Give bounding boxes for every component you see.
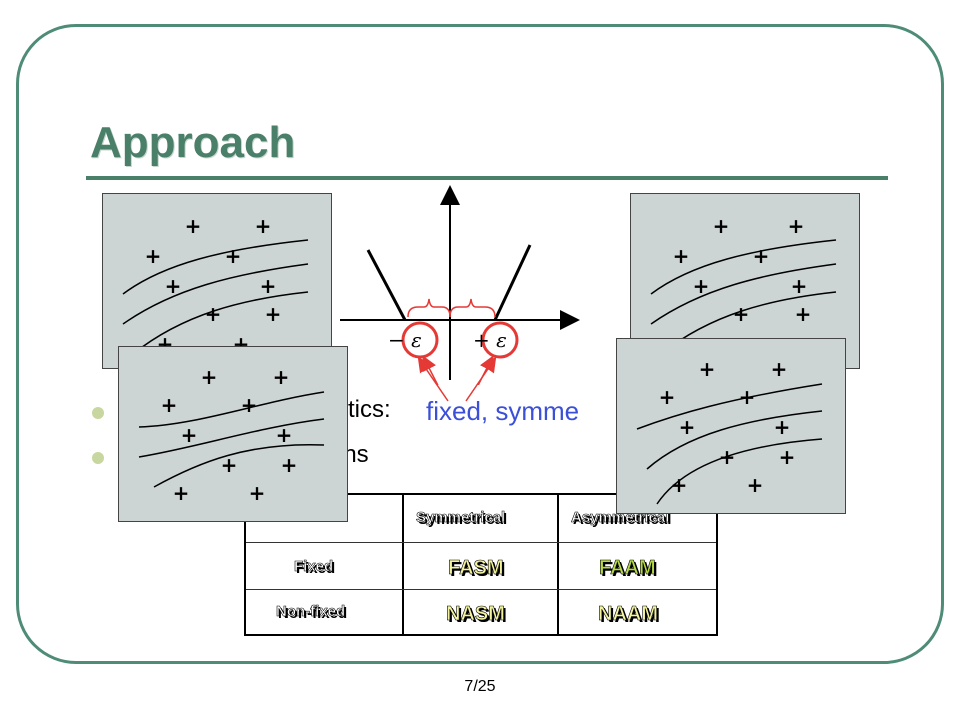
loss-left-arm [366,249,407,321]
bullet-dot [92,452,104,464]
plus-marker: + [671,473,688,497]
plus-marker: + [265,302,282,326]
plus-marker: + [255,214,272,238]
plus-epsilon-circle [481,321,519,359]
table-cell-fasm: FASM [448,557,504,580]
plus-marker: + [173,481,190,505]
plus-marker: + [161,393,178,417]
table-row-label-nonfixed: Non-fixed [276,603,346,621]
plus-marker: + [739,385,756,409]
plus-marker: + [747,473,764,497]
bullet-dot [92,407,104,419]
epsilon-loss-diagram: − ε + ε [340,185,580,385]
highlight-text: fixed, symme [426,396,580,426]
plus-marker: + [165,274,182,298]
plus-marker: + [699,357,716,381]
plus-marker: + [719,445,736,469]
plus-marker: + [181,423,198,447]
plus-marker: + [281,453,298,477]
loss-right-arm [493,244,532,321]
plus-marker: + [791,274,808,298]
pointer-arrows [417,356,497,402]
plus-marker: + [260,274,277,298]
plus-epsilon-label: + ε [473,328,507,352]
plus-marker: + [753,244,770,268]
plus-marker: + [693,274,710,298]
plus-marker: + [249,481,266,505]
scatter-panel-bottom-left: ++++++++++ [118,346,348,522]
brace-left [407,298,451,318]
plus-marker: + [225,244,242,268]
plus-marker: + [774,415,791,439]
brace-right [449,298,496,318]
plus-marker: + [221,453,238,477]
plus-marker: + [795,302,812,326]
title-divider [86,176,888,180]
plus-marker: + [733,302,750,326]
plus-marker: + [273,365,290,389]
plus-marker: + [779,445,796,469]
table-row-label-fixed: Fixed [294,558,334,576]
scatter-panel-bottom-right: ++++++++++ [616,338,846,514]
page-number: 7/25 [464,678,496,695]
table-cell-naam: NAAM [598,603,659,626]
slide-title: Approach [90,118,296,167]
table-cell-faam: FAAM [599,557,656,580]
plus-marker: + [788,214,805,238]
plus-marker: + [205,302,222,326]
plus-marker: + [713,214,730,238]
minus-epsilon-label: − ε [388,328,422,352]
plus-marker: + [679,415,696,439]
plus-marker: + [276,423,293,447]
table-header-symmetrical: Symmetrical [416,509,506,527]
plus-marker: + [201,365,218,389]
plus-marker: + [771,357,788,381]
plus-marker: + [145,244,162,268]
plus-marker: + [241,393,258,417]
scatter-panel-top-left: ++++++++++ [102,193,332,369]
plus-marker: + [673,244,690,268]
table-cell-nasm: NASM [446,603,505,626]
plus-marker: + [185,214,202,238]
plus-marker: + [659,385,676,409]
